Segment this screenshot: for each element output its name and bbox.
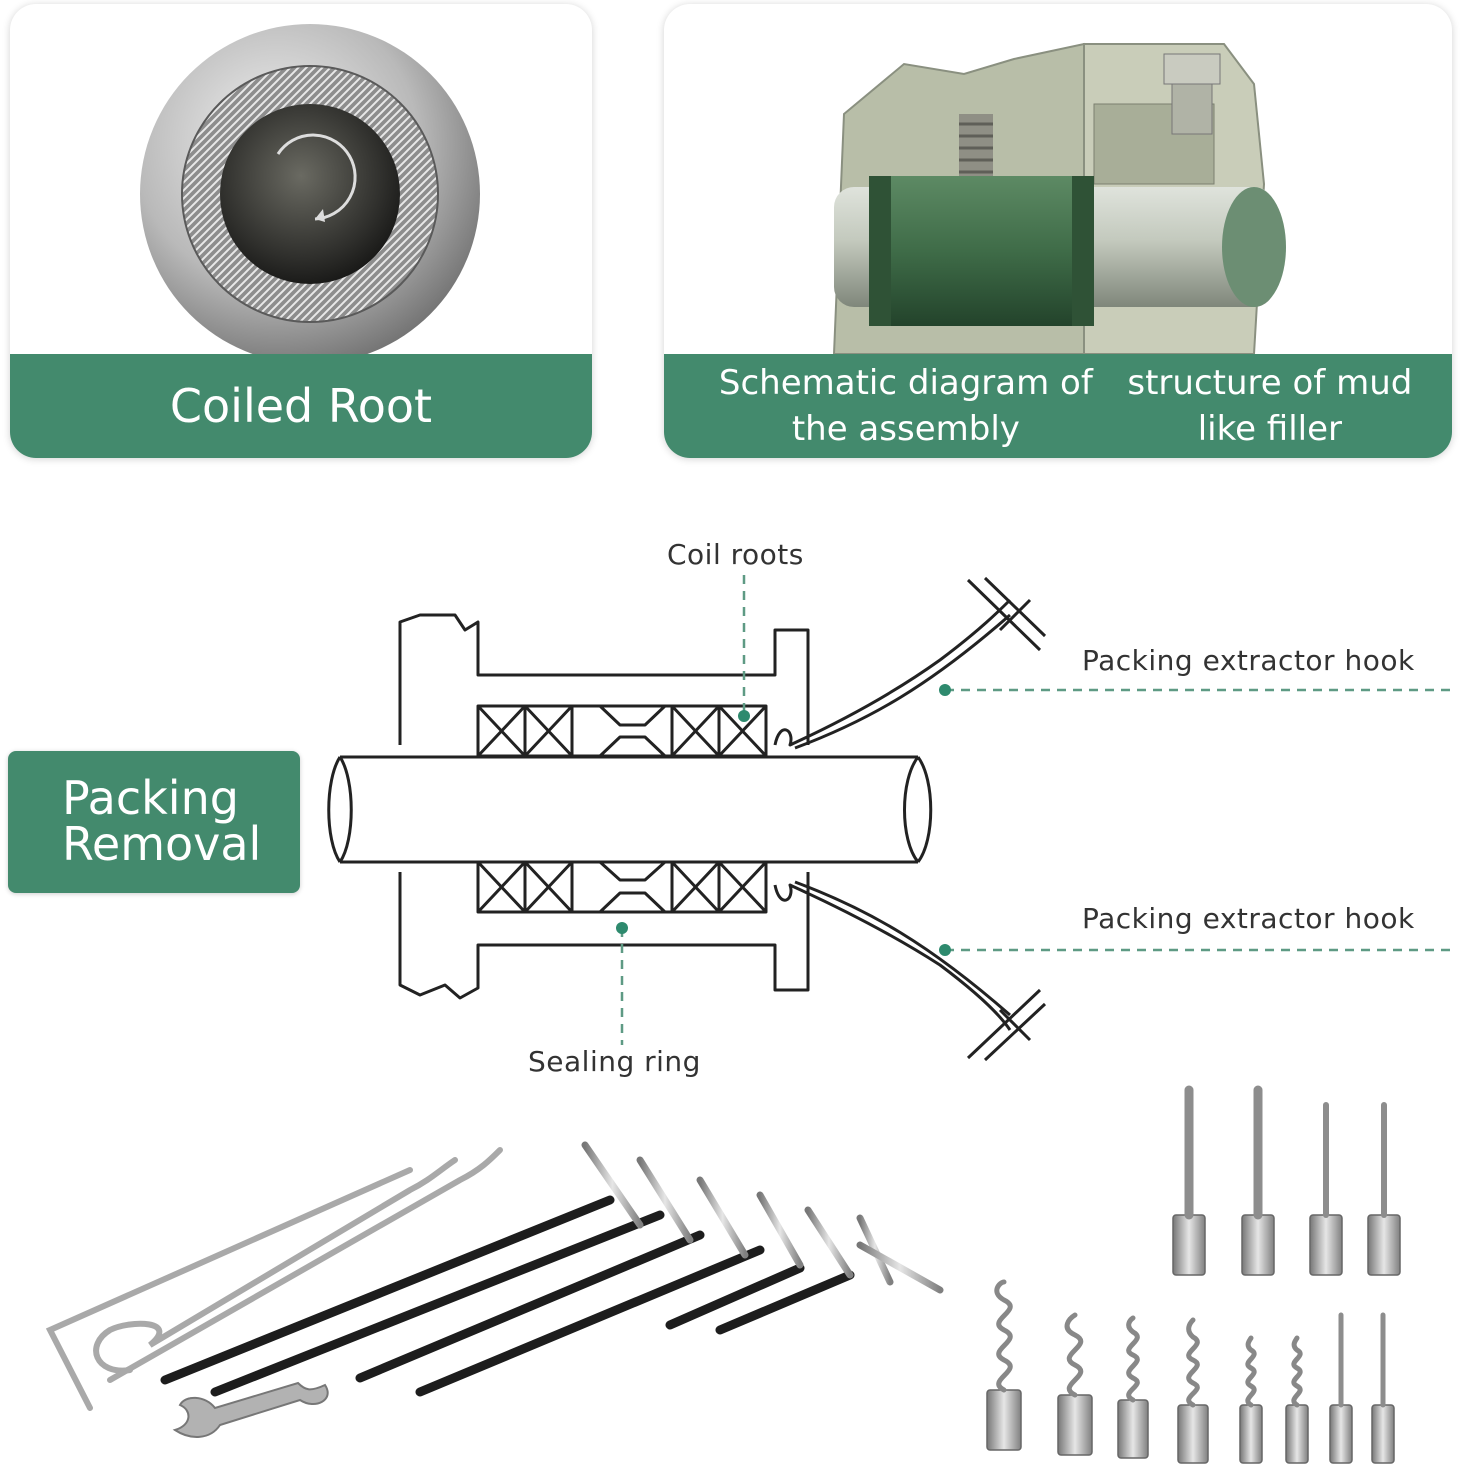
sealing-ring-label: Sealing ring xyxy=(528,1045,701,1078)
assembly-structure-card: Schematic diagram of the assembly struct… xyxy=(664,4,1452,458)
coiled-root-card: Coiled Root xyxy=(10,4,592,458)
hook-top-label: Packing extractor hook xyxy=(1082,644,1415,677)
packing-removal-badge: Packing Removal xyxy=(8,751,300,893)
coiled-root-caption: Coiled Root xyxy=(10,354,592,458)
packing-removal-line1: Packing xyxy=(62,771,239,825)
hex-key xyxy=(45,1167,413,1411)
coiled-root-image xyxy=(140,24,480,354)
hook-bottom-label: Packing extractor hook xyxy=(1082,902,1415,935)
lower-housing xyxy=(398,872,810,1000)
assembly-caption-line2: structure of mud like filler xyxy=(1127,363,1413,449)
shaft xyxy=(340,755,918,864)
upper-housing xyxy=(398,613,810,745)
packing-removal-line2: Removal xyxy=(62,817,262,871)
assembly-structure-caption: Schematic diagram of the assembly struct… xyxy=(664,354,1452,458)
upper-extractor-hook xyxy=(773,598,1012,747)
coil-roots-label: Coil roots xyxy=(667,538,804,571)
packing-removal-diagram xyxy=(327,575,1450,1062)
assembly-structure-image xyxy=(832,42,1286,354)
assembly-caption-line1: Schematic diagram of the assembly xyxy=(718,363,1093,449)
lower-extractor-hook xyxy=(773,883,1012,1031)
